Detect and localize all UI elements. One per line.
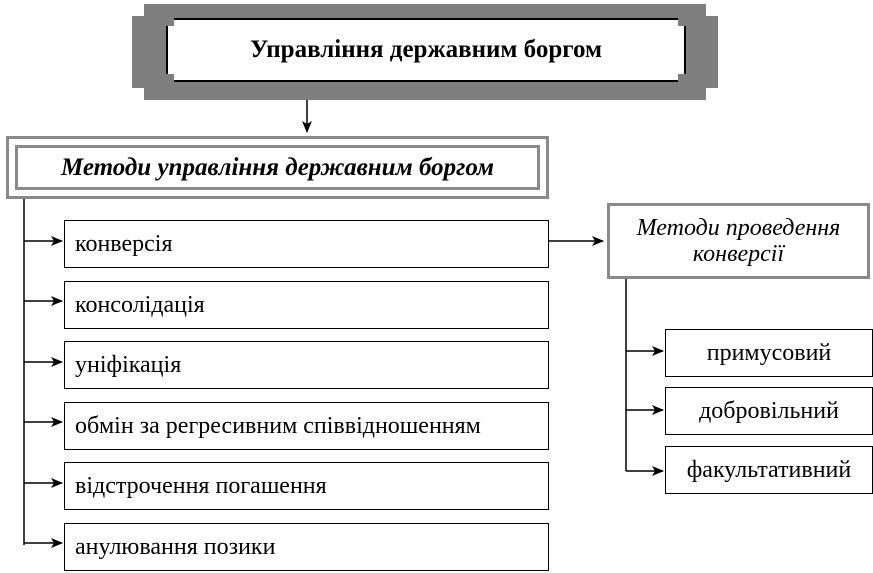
methods-heading-box: Методи управління державним боргом: [6, 136, 549, 199]
methods-heading: Методи управління державним боргом: [15, 145, 540, 190]
conversion-branch-arrows: [626, 346, 664, 476]
conversion-type-optional: факультативний: [665, 446, 873, 494]
method-item-unification: уніфікація: [64, 341, 549, 389]
method-item-conversion: конверсія: [64, 220, 549, 268]
method-item-exchange: обмін за регресивним співвідношенням: [64, 402, 549, 450]
conversion-heading-line1: Методи проведення: [636, 215, 841, 241]
conversion-heading-box: Методи проведення конверсії: [607, 203, 870, 279]
method-item-cancellation: анулювання позики: [64, 523, 549, 571]
conversion-type-voluntary: добровільний: [665, 387, 873, 435]
conversion-type-forced: примусовий: [665, 329, 873, 377]
conversion-heading-line2: конверсії: [692, 241, 785, 267]
methods-branch-arrows: [24, 236, 63, 548]
method-item-deferral: відстрочення погашення: [64, 462, 549, 510]
diagram-title: Управління державним боргом: [166, 18, 686, 82]
method-item-consolidation: консолідація: [64, 281, 549, 329]
